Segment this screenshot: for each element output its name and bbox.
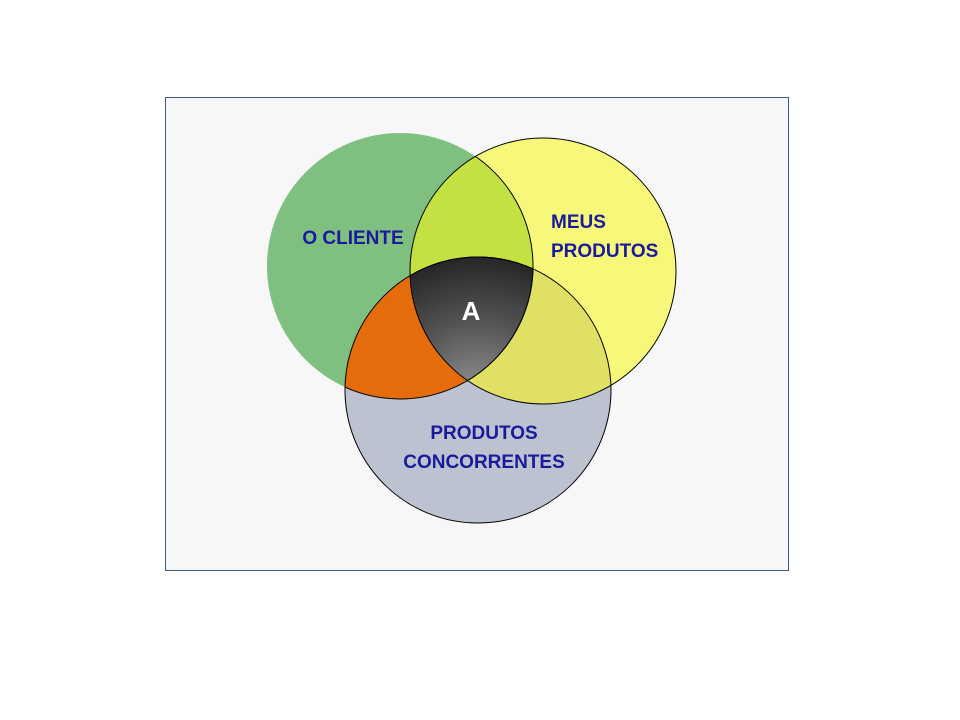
label-produtos-concorrentes-line1: PRODUTOS bbox=[430, 423, 537, 444]
label-produtos-concorrentes-line2: CONCORRENTES bbox=[403, 452, 565, 473]
label-meus-produtos-line1: MEUS bbox=[551, 212, 606, 233]
label-meus-produtos-line2: PRODUTOS bbox=[551, 241, 658, 262]
label-intersection-a: A bbox=[462, 296, 481, 326]
label-o-cliente: O CLIENTE bbox=[302, 228, 403, 249]
outline-cliente-inner bbox=[410, 138, 534, 400]
outline-meus-produtos bbox=[409, 137, 677, 405]
